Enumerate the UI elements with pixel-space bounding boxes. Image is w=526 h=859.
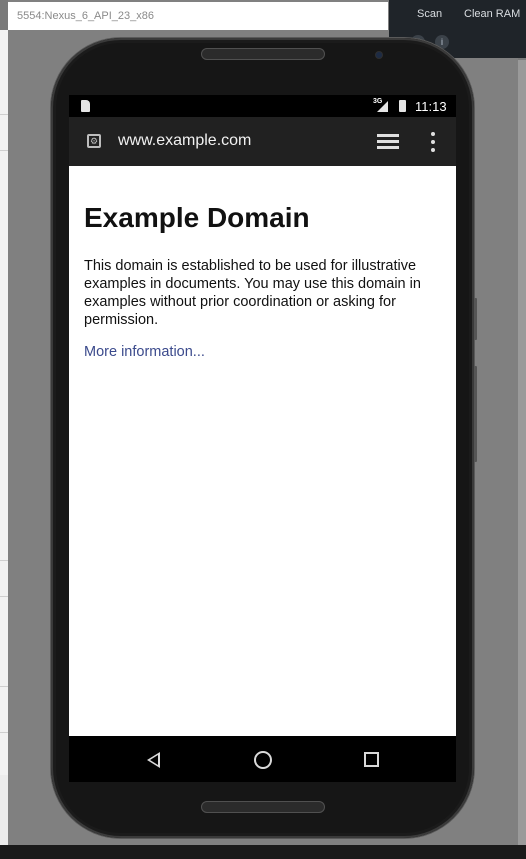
window-title: 5554:Nexus_6_API_23_x86: [8, 2, 388, 30]
clean-ram-button[interactable]: Clean RAM: [464, 8, 521, 20]
home-icon[interactable]: [254, 751, 272, 769]
emulator-side-panel: [518, 60, 526, 845]
signal-icon: [377, 101, 388, 112]
status-bar: 3G 11:13: [69, 95, 456, 117]
info-icon[interactable]: i: [435, 35, 449, 49]
battery-icon: [399, 100, 406, 112]
page-paragraph: This domain is established to be used fo…: [84, 258, 421, 328]
bottom-speaker: [201, 801, 325, 813]
front-camera: [376, 52, 382, 58]
tabs-icon[interactable]: [377, 134, 399, 150]
back-icon[interactable]: [147, 752, 160, 768]
power-button[interactable]: [474, 298, 477, 340]
page-heading: Example Domain: [84, 202, 310, 233]
background-window-edge-bottom: [0, 775, 8, 845]
status-time: 11:13: [415, 99, 447, 114]
overflow-menu-icon[interactable]: [431, 132, 435, 152]
site-info-icon[interactable]: ⚙: [87, 134, 101, 148]
sd-card-icon: [81, 100, 90, 112]
device-screen: 3G 11:13 ⚙ www.example.com Example Domai…: [69, 95, 456, 782]
background-window-edge: [0, 30, 8, 775]
top-speaker: [201, 48, 325, 60]
navigation-bar: [69, 736, 456, 782]
more-information-link[interactable]: More information...: [84, 344, 205, 360]
scan-button[interactable]: Scan: [417, 8, 443, 20]
taskbar: [0, 845, 526, 859]
url-bar[interactable]: www.example.com: [118, 132, 252, 149]
recents-icon[interactable]: [364, 752, 379, 767]
web-page-content: Example Domain This domain is establishe…: [69, 166, 456, 736]
browser-toolbar: ⚙ www.example.com: [69, 117, 456, 166]
volume-button[interactable]: [474, 366, 477, 462]
